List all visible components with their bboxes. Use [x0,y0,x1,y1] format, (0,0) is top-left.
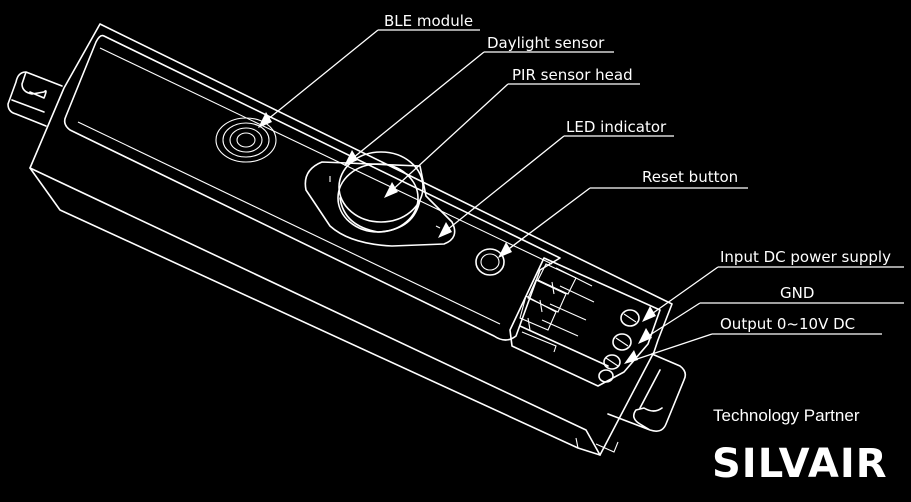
pir-sensor [304,151,456,247]
label-gnd: GND [780,284,814,302]
terminal-block [509,257,661,387]
daylight-sensor-leader [347,51,614,163]
output-leader [627,333,882,363]
ble-module-leader [261,29,480,125]
reset-button-leader [501,187,748,255]
sensor-device [7,23,687,456]
label-input-dc: Input DC power supply [720,248,891,266]
device-housing [29,23,673,456]
label-pir-sensor-head: PIR sensor head [512,66,633,84]
label-led-indicator: LED indicator [566,118,667,136]
label-output: Output 0~10V DC [720,315,855,333]
ble-module-rings [215,117,277,163]
pir-sensor-leader [387,83,640,195]
left-mounting-tab [7,71,63,127]
housing-front-edge [29,167,601,456]
label-reset-button: Reset button [642,168,738,186]
partner-text: Technology Partner [713,406,860,425]
label-ble-module: BLE module [384,12,473,30]
led-indicator [475,248,505,276]
gnd-leader [641,302,904,341]
callout-lines [258,29,904,364]
right-mounting-tab [607,353,687,432]
brand-logo: SILVAIR [712,441,888,487]
led-indicator-leader [441,135,674,235]
input-dc-leader [645,266,904,319]
label-daylight-sensor: Daylight sensor [487,34,605,52]
